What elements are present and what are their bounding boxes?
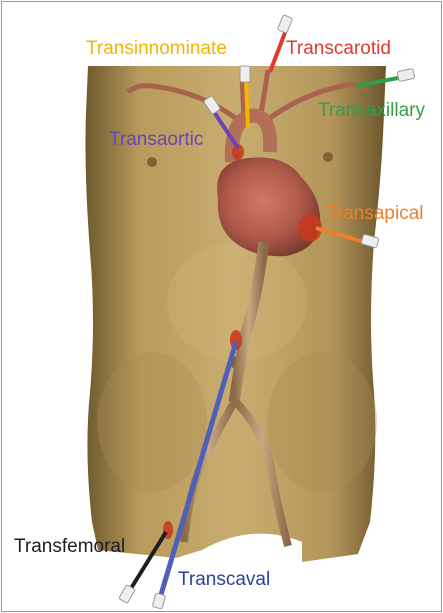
left-nipple (147, 157, 157, 167)
label-transapical: Transapical (326, 204, 424, 224)
label-transaortic: Transaortic (109, 130, 203, 150)
transcarotid-line (270, 30, 286, 72)
label-transaxillary: Transaxillary (318, 101, 425, 121)
label-transinnominate: Transinnominate (86, 39, 227, 59)
label-transcaval: Transcaval (178, 570, 270, 590)
transinnominate-line (246, 82, 248, 128)
right-nipple (323, 152, 333, 162)
label-transfemoral: Transfemoral (14, 537, 125, 557)
label-transcarotid: Transcarotid (286, 39, 391, 59)
